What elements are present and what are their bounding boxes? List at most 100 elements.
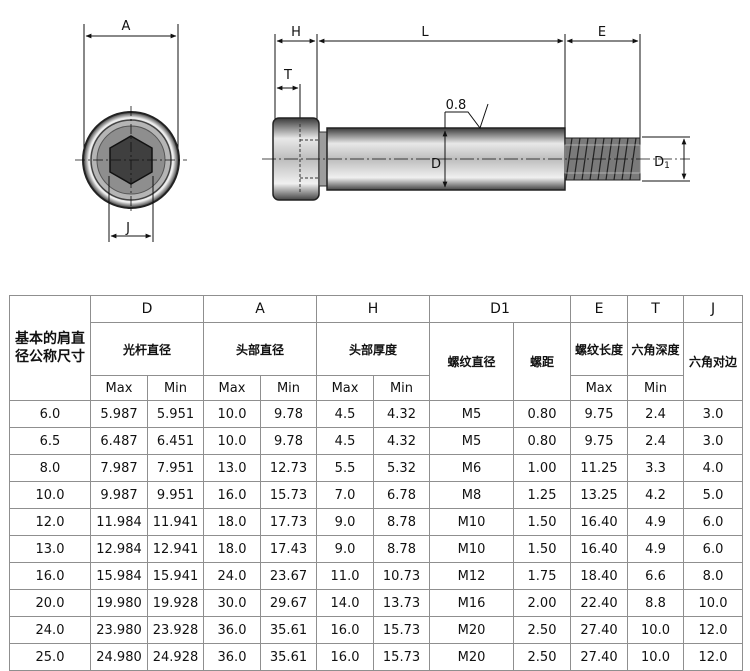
table-cell: 16.0: [316, 643, 375, 671]
label-L: L: [421, 25, 429, 40]
table-cell: 13.73: [373, 589, 431, 617]
table-cell: 4.0: [683, 454, 744, 482]
table-cell: 12.73: [259, 454, 318, 482]
size-header: 基本的肩直径公称尺寸: [9, 295, 91, 401]
table-cell: 10.0: [627, 643, 685, 671]
table-cell: 11.25: [570, 454, 629, 482]
table-cell: 8.8: [627, 589, 685, 617]
table-cell: 9.0: [316, 535, 375, 563]
end-view: A J: [75, 19, 187, 242]
header-D-min: Min: [147, 375, 204, 401]
table-cell: 10.73: [373, 562, 431, 590]
table-cell: 29.67: [259, 589, 318, 617]
table-cell: 4.9: [627, 508, 685, 536]
header-H-min: Min: [373, 375, 431, 401]
table-cell: 12.0: [683, 616, 744, 644]
table-cell: 14.0: [316, 589, 375, 617]
table-cell: 12.941: [147, 535, 204, 563]
table-cell: 8.0: [9, 454, 91, 482]
table-cell: 8.78: [373, 535, 431, 563]
table-cell: 4.5: [316, 427, 375, 455]
header-E-name: 螺纹长度: [570, 322, 629, 376]
header-row-minmax: Max Min Max Min Max Min Max Min: [10, 375, 743, 401]
table-cell: M16: [429, 589, 515, 617]
table-cell: 6.0: [9, 400, 91, 428]
table-cell: 8.78: [373, 508, 431, 536]
table-cell: 7.951: [147, 454, 204, 482]
table-cell: 18.0: [203, 535, 261, 563]
table-cell: 24.980: [90, 643, 148, 671]
table-cell: 5.32: [373, 454, 431, 482]
table-cell: 17.73: [259, 508, 318, 536]
table-cell: 4.2: [627, 481, 685, 509]
table-cell: 3.3: [627, 454, 685, 482]
table-cell: 2.50: [513, 616, 572, 644]
table-cell: 9.987: [90, 481, 148, 509]
table-cell: 4.9: [627, 535, 685, 563]
table-cell: 11.984: [90, 508, 148, 536]
header-D: D: [90, 295, 204, 323]
table-cell: 7.987: [90, 454, 148, 482]
header-row-names: 光杆直径 头部直径 头部厚度 螺纹直径 螺距 螺纹长度 六角深度 六角对边: [10, 322, 744, 401]
table-cell: M5: [429, 427, 515, 455]
header-row-letters: 基本的肩直径公称尺寸 D A H D1 E T J: [9, 295, 744, 401]
table-cell: 10.0: [683, 589, 744, 617]
table-cell: 5.0: [683, 481, 744, 509]
table-cell: 15.73: [373, 616, 431, 644]
table-cell: 18.0: [203, 508, 261, 536]
table-cell: 10.0: [203, 427, 261, 455]
table-cell: 20.0: [9, 589, 91, 617]
header-D1: D1: [429, 295, 572, 323]
table-cell: 9.78: [259, 400, 318, 428]
spec-table: 基本的肩直径公称尺寸 D A H D1 E T J 光杆直径 头部直径 头部厚度…: [9, 295, 744, 671]
table-cell: 16.0: [9, 562, 91, 590]
table-cell: 13.0: [9, 535, 91, 563]
table-cell: 6.0: [683, 508, 744, 536]
table-cell: 23.67: [259, 562, 318, 590]
table-cell: 6.78: [373, 481, 431, 509]
table-cell: 23.928: [147, 616, 204, 644]
table-cell: 30.0: [203, 589, 261, 617]
header-A-min: Min: [259, 375, 318, 401]
table-cell: 3.0: [683, 400, 744, 428]
header-pitch: 螺距: [513, 322, 572, 401]
table-cell: 2.00: [513, 589, 572, 617]
table-cell: M20: [429, 643, 515, 671]
header-H-max: Max: [316, 375, 375, 401]
table-cell: 16.40: [570, 508, 629, 536]
table-cell: 9.0: [316, 508, 375, 536]
table-cell: 12.984: [90, 535, 148, 563]
table-cell: 9.78: [259, 427, 318, 455]
table-cell: 24.0: [9, 616, 91, 644]
table-cell: 9.75: [570, 400, 629, 428]
table-cell: 2.50: [513, 643, 572, 671]
table-cell: 1.50: [513, 508, 572, 536]
table-cell: 2.4: [627, 427, 685, 455]
table-cell: 10.0: [9, 481, 91, 509]
table-cell: 1.00: [513, 454, 572, 482]
table-cell: 19.980: [90, 589, 148, 617]
table-cell: M5: [429, 400, 515, 428]
table-cell: 36.0: [203, 616, 261, 644]
table-cell: 6.5: [9, 427, 91, 455]
header-T-name: 六角深度: [627, 322, 685, 376]
table-cell: 15.73: [373, 643, 431, 671]
table-cell: 10.0: [203, 400, 261, 428]
table-cell: 1.50: [513, 535, 572, 563]
header-H-name: 头部厚度: [316, 322, 431, 376]
table-cell: 11.0: [316, 562, 375, 590]
table-cell: 8.0: [683, 562, 744, 590]
label-A: A: [122, 19, 131, 34]
table-cell: 3.0: [683, 427, 744, 455]
table-cell: 10.0: [627, 616, 685, 644]
table-cell: 11.941: [147, 508, 204, 536]
table-cell: 9.951: [147, 481, 204, 509]
header-E: E: [570, 295, 629, 323]
table-cell: 16.40: [570, 535, 629, 563]
table-cell: 17.43: [259, 535, 318, 563]
header-A: A: [202, 295, 318, 323]
header-thread-diameter: 螺纹直径: [429, 322, 515, 401]
